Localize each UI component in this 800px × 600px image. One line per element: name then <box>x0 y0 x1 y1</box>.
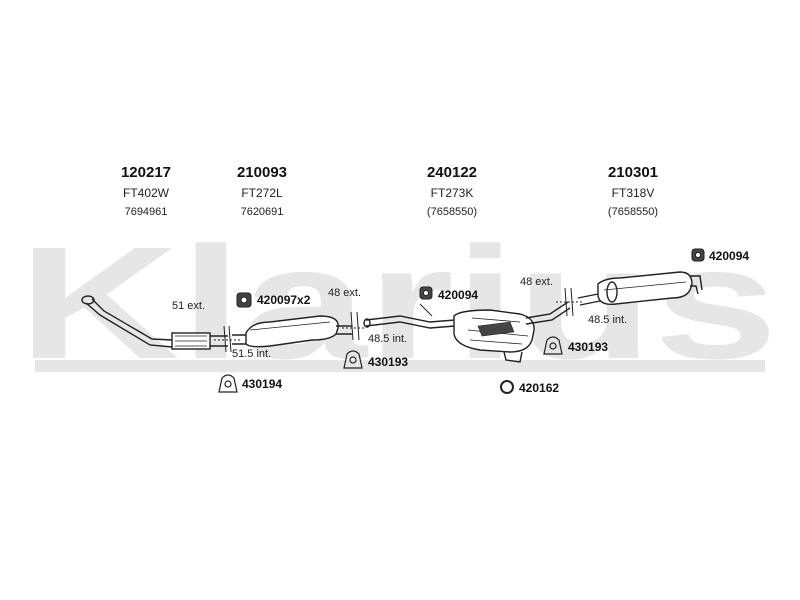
dimension-label-4: 48.5 int. <box>368 333 408 345</box>
section-2-ref: 7620691 <box>240 206 284 218</box>
section-1-number: 120217 <box>120 164 172 181</box>
dimension-label-2: 51.5 int. <box>232 348 272 360</box>
tail-silencer-part <box>577 271 703 306</box>
joint-3 <box>556 287 582 317</box>
section-4-ref: (7658550) <box>607 206 659 218</box>
dimension-label-1: 51 ext. <box>172 300 206 312</box>
section-4-number: 210301 <box>607 164 659 181</box>
section-2-number: 210093 <box>236 164 288 181</box>
part-label-430193-a: 430193 <box>368 355 409 369</box>
mount-icon-420097 <box>236 292 252 308</box>
front-pipe-part <box>81 295 228 350</box>
joint-2 <box>342 311 366 341</box>
mount-icon-420094-a <box>419 286 433 300</box>
section-2-code: FT272L <box>241 186 283 200</box>
clamp-icon-430193-b <box>543 336 563 355</box>
dimension-label-6: 48.5 int. <box>588 314 628 326</box>
part-label-430193-b: 430193 <box>568 340 609 354</box>
centre-silencer-part <box>232 315 352 348</box>
ring-icon-420162 <box>500 380 514 394</box>
part-label-430194: 430194 <box>242 377 283 391</box>
joint-1 <box>214 325 240 353</box>
watermark-bar <box>35 360 765 372</box>
section-1-code: FT402W <box>122 186 169 200</box>
section-3-number: 240122 <box>426 164 478 181</box>
section-1-ref: 7694961 <box>124 206 168 218</box>
section-3-code: FT273K <box>430 186 474 200</box>
part-label-420094-a: 420094 <box>438 288 479 302</box>
dimension-label-3: 48 ext. <box>328 287 362 299</box>
mount-icon-420094-b <box>691 248 705 262</box>
section-3-ref: (7658550) <box>426 206 478 218</box>
dimension-label-5: 48 ext. <box>520 276 554 288</box>
section-4-code: FT318V <box>611 186 655 200</box>
part-label-420094-b: 420094 <box>709 249 750 263</box>
clamp-icon-430193-a <box>343 350 363 369</box>
rear-silencer-part <box>363 301 571 363</box>
part-label-420097x2: 420097x2 <box>257 293 311 307</box>
part-label-420162: 420162 <box>519 381 560 395</box>
clamp-icon-430194 <box>218 374 238 393</box>
